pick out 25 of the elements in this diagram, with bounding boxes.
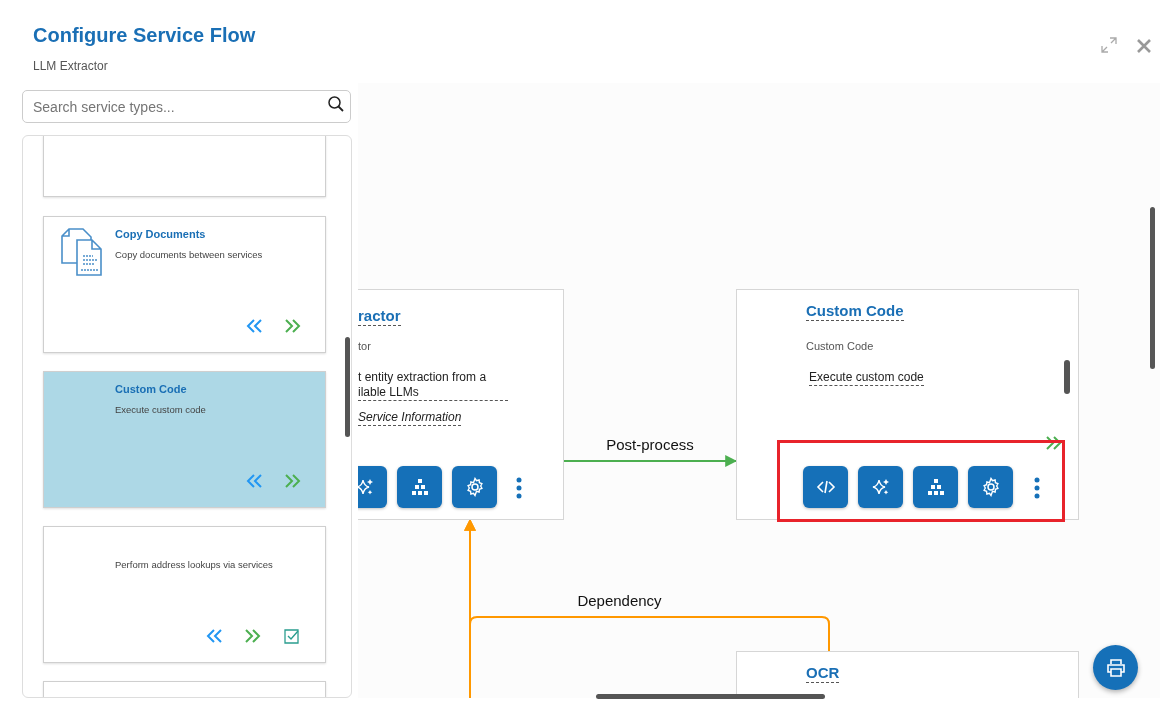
service-title: Copy Documents: [115, 228, 206, 240]
service-description: Copy documents between services: [115, 248, 264, 261]
service-card: [43, 136, 326, 197]
node-subtitle: Custom Code: [806, 340, 874, 352]
service-description: Perform address lookups via services: [115, 558, 274, 571]
node-title: Custom Code: [806, 302, 904, 321]
service-title: Custom Code: [115, 383, 187, 395]
service-node-card: [736, 651, 1079, 698]
service-node-card: [736, 289, 1079, 520]
node-title: OCR: [806, 664, 840, 683]
service-node-card: [358, 289, 564, 520]
node-description: t entity extraction from a ilable LLMs: [358, 370, 508, 401]
arrow: [563, 455, 738, 467]
search-field: Search service types...: [22, 90, 351, 123]
node-subtitle: tor: [358, 340, 371, 352]
service-description: Execute custom code: [115, 403, 207, 416]
node-title: ractor: [358, 307, 401, 326]
service-card: [43, 526, 326, 663]
service-card: [43, 216, 326, 353]
service-card: [43, 371, 326, 508]
dialog-subtitle: LLM Extractor: [33, 59, 108, 73]
node-info-link: Service Information: [358, 410, 462, 426]
node-description: Execute custom code: [809, 370, 924, 386]
arrow: [464, 518, 476, 698]
dialog-title: Configure Service Flow: [33, 24, 256, 47]
